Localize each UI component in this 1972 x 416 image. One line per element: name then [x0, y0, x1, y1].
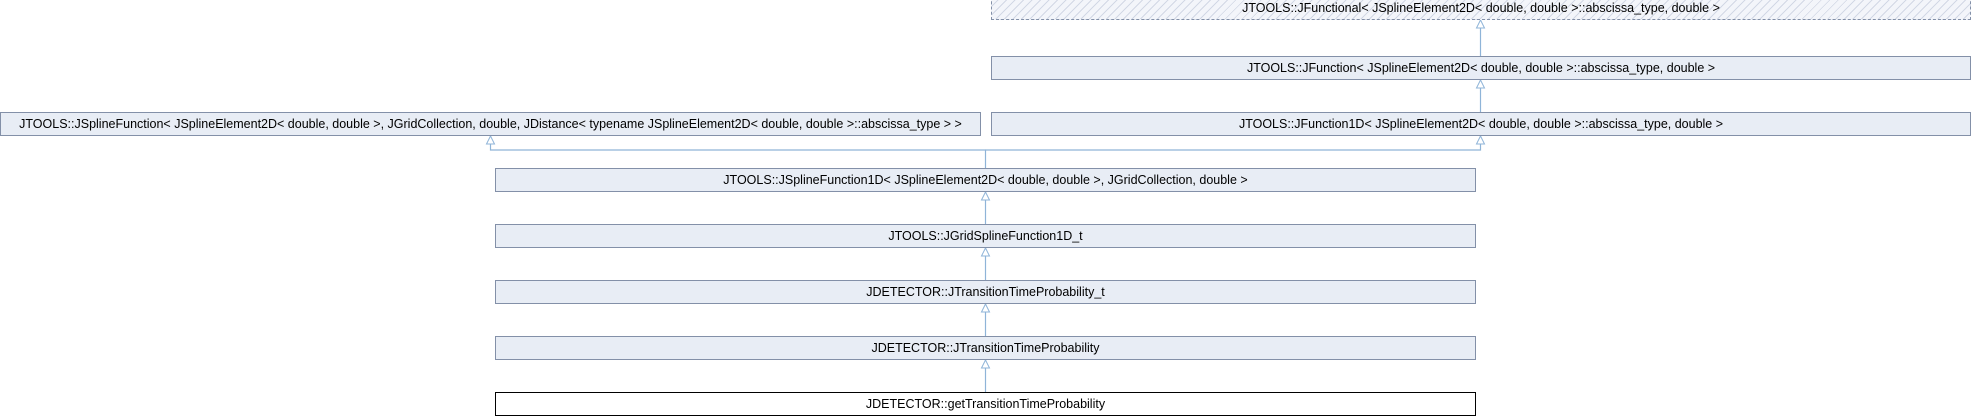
- edge-jsplinefunction1d-to-jfunction1d: [985, 136, 1481, 151]
- node-jfunction[interactable]: JTOOLS::JFunction< JSplineElement2D< dou…: [991, 56, 1971, 80]
- node-jtransitiontimeprobability-t[interactable]: JDETECTOR::JTransitionTimeProbability_t: [495, 280, 1476, 304]
- node-jfunctional[interactable]: JTOOLS::JFunctional< JSplineElement2D< d…: [991, 0, 1971, 20]
- edge-jsplinefunction1d-to-jsplinefunction: [491, 136, 987, 168]
- node-jsplinefunction[interactable]: JTOOLS::JSplineFunction< JSplineElement2…: [0, 112, 981, 136]
- node-gettransitiontimeprobability: JDETECTOR::getTransitionTimeProbability: [495, 392, 1476, 416]
- node-jgridsplinefunction1d-t[interactable]: JTOOLS::JGridSplineFunction1D_t: [495, 224, 1476, 248]
- node-jsplinefunction1d[interactable]: JTOOLS::JSplineFunction1D< JSplineElemen…: [495, 168, 1476, 192]
- node-jfunction1d[interactable]: JTOOLS::JFunction1D< JSplineElement2D< d…: [991, 112, 1971, 136]
- node-jtransitiontimeprobability[interactable]: JDETECTOR::JTransitionTimeProbability: [495, 336, 1476, 360]
